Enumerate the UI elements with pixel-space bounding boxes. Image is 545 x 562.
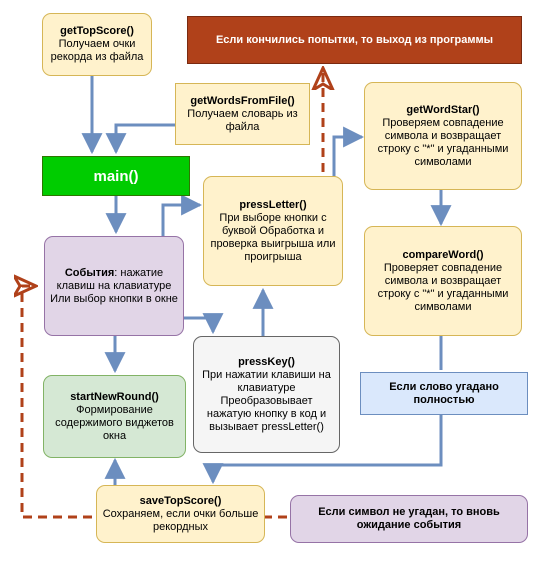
node-events-body: : нажатие клавиш на клавиатуре Или выбор… <box>50 266 178 305</box>
node-savetopscore: saveTopScore() Сохраняем, если очки боль… <box>96 485 265 543</box>
node-getwordsfromfile: getWordsFromFile() Получаем словарь из ф… <box>175 83 310 145</box>
node-notguessed-title: Если символ не угадан, то вновь ожидание… <box>318 506 500 531</box>
node-pressletter-body: При выборе кнопки с буквой Обработка и п… <box>210 211 336 263</box>
node-guessed: Если слово угадано полностью <box>360 372 528 415</box>
node-compareword: compareWord() Проверяет совпадение симво… <box>364 226 522 336</box>
node-main-title: main() <box>93 167 139 185</box>
node-events-text: События: нажатие клавиш на клавиатуре Ил… <box>49 267 179 306</box>
node-exit-title: Если кончились попытки, то выход из прог… <box>215 33 494 46</box>
arrow-events-to-pressletter <box>161 194 203 236</box>
node-events: События: нажатие клавиш на клавиатуре Ил… <box>44 236 184 336</box>
node-main: main() <box>42 156 190 196</box>
arrow-guessed-to-savetopscore <box>202 414 443 485</box>
node-gettopscore-body: Получаем очки рекорда из файла <box>50 38 144 63</box>
node-events-title: События <box>64 266 115 279</box>
node-getwordstar-body: Проверяем совпадение символа и возвращае… <box>377 116 509 168</box>
arrow-pressletter-to-getwordstar <box>332 126 365 186</box>
node-getwordsfromfile-body: Получаем словарь из файла <box>187 107 298 133</box>
node-pressletter: pressLetter() При выборе кнопки с буквой… <box>203 176 343 286</box>
node-presskey-title: pressKey() <box>238 355 295 368</box>
node-gettopscore-title: getTopScore() <box>60 25 134 37</box>
node-gettopscore: getTopScore() Получаем очки рекорда из ф… <box>42 13 152 76</box>
node-exit: Если кончились попытки, то выход из прог… <box>187 16 522 64</box>
arrow-events-to-presskey <box>183 313 224 335</box>
arrow-getwordsfromfile-to-main <box>105 123 175 155</box>
node-savetopscore-body: Сохраняем, если очки больше рекордных <box>102 507 259 533</box>
node-getwordstar-title: getWordStar() <box>406 103 480 116</box>
node-savetopscore-title: saveTopScore() <box>139 494 222 507</box>
node-presskey: pressKey() При нажатии клавиши на клавиа… <box>193 336 340 453</box>
node-getwordsfromfile-title: getWordsFromFile() <box>190 94 295 107</box>
node-compareword-title: compareWord() <box>402 248 484 261</box>
node-presskey-body: При нажатии клавиши на клавиатуре Преобр… <box>202 368 331 433</box>
node-compareword-body: Проверяет совпадение символа и возвращае… <box>377 261 509 313</box>
node-notguessed: Если символ не угадан, то вновь ожидание… <box>290 495 528 543</box>
node-startnewround: startNewRound() Формирование содержимого… <box>43 375 186 458</box>
node-getwordstar: getWordStar() Проверяем совпадение симво… <box>364 82 522 190</box>
node-pressletter-title: pressLetter() <box>239 198 307 211</box>
node-guessed-title: Если слово угадано полностью <box>389 380 499 406</box>
node-startnewround-title: startNewRound() <box>70 390 159 403</box>
dashed-arrow-loop-back-to-events <box>22 286 287 519</box>
node-startnewround-body: Формирование содержимого виджетов окна <box>55 403 174 442</box>
